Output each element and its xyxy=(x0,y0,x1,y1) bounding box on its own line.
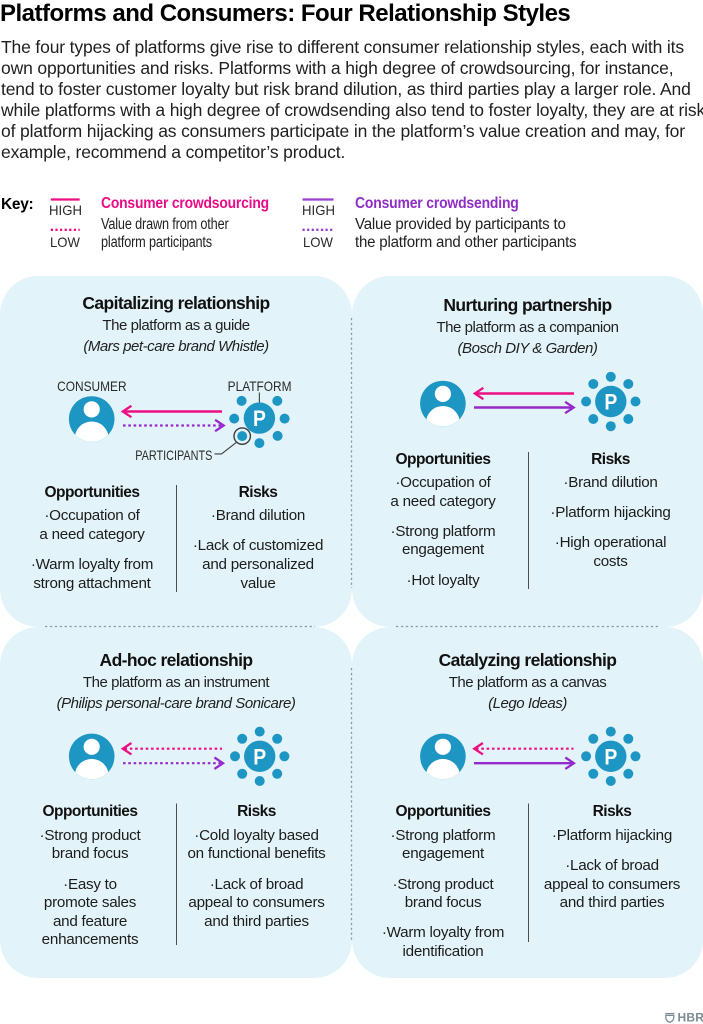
svg-text:P: P xyxy=(604,390,617,414)
svg-text:P: P xyxy=(604,745,617,769)
svg-text:HBR: HBR xyxy=(678,1011,703,1024)
svg-text:P: P xyxy=(253,407,266,431)
svg-text:P: P xyxy=(253,745,266,769)
